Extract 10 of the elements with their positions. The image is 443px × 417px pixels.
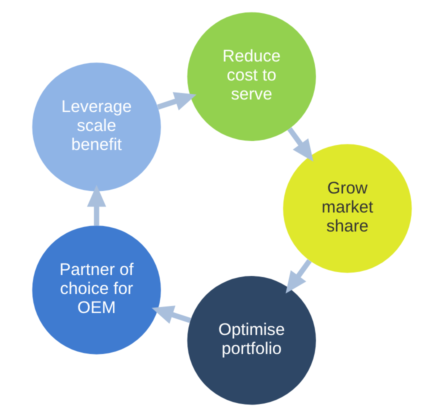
- node-circle: Leverage scale benefit: [32, 62, 160, 192]
- node-circle: Partner of choice for OEM: [32, 226, 160, 354]
- node-circle: Reduce cost to serve: [186, 12, 316, 141]
- node-circle: Optimise portfolio: [186, 276, 316, 405]
- node-circle: Grow market share: [282, 144, 412, 273]
- arrow: [86, 184, 106, 226]
- arrow: [286, 127, 313, 162]
- arrow: [285, 259, 312, 294]
- arrow: [151, 306, 191, 324]
- arrow: [156, 92, 196, 110]
